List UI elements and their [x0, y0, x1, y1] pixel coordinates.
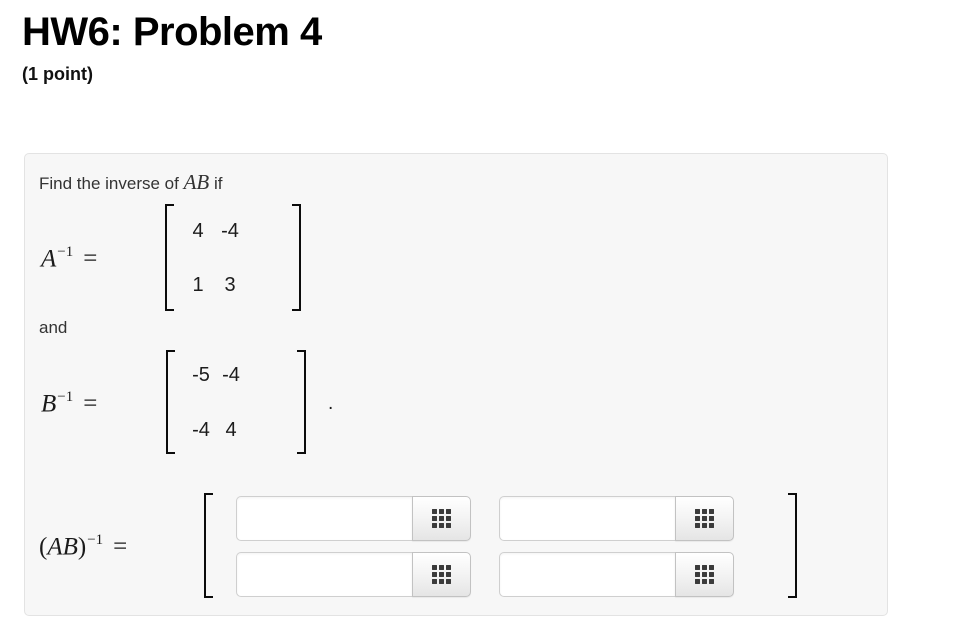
answer-input-r1c1[interactable] — [236, 496, 412, 541]
intro-math-ab: AB — [183, 170, 210, 194]
a-var: A — [41, 245, 57, 273]
matrix-b-cell-r2c2: 4 — [225, 419, 237, 441]
ab-exponent: −1 — [87, 532, 104, 548]
grid-icon — [695, 509, 714, 528]
answer-input-group-r2c2 — [499, 552, 734, 597]
answer-input-r2c1[interactable] — [236, 552, 412, 597]
matrix-a: 4 -4 1 3 — [165, 204, 301, 311]
a-equals-sign: = — [83, 245, 98, 273]
ab-inverse-label: (AB)−1 = — [39, 526, 127, 562]
close-paren: ) — [77, 533, 87, 561]
page-title: HW6: Problem 4 — [22, 10, 322, 54]
matrix-b-right-bracket — [297, 350, 306, 454]
equation-editor-button-r1c1[interactable] — [412, 496, 471, 541]
matrix-a-cell-r1c2: -4 — [221, 220, 239, 242]
answer-input-group-r1c1 — [236, 496, 471, 541]
points-label: (1 point) — [22, 64, 93, 84]
matrix-a-cell-r2c1: 1 — [192, 274, 204, 296]
answer-input-group-r1c2 — [499, 496, 734, 541]
b-var: B — [41, 390, 57, 418]
matrix-a-cell-r2c2: 3 — [224, 274, 236, 296]
answer-input-r2c2[interactable] — [499, 552, 675, 597]
problem-panel: Find the inverse of AB if A−1= 4 -4 1 3 … — [24, 153, 888, 616]
intro-text-after: if — [209, 174, 223, 193]
matrix-a-left-bracket — [165, 204, 174, 311]
ab-equals-sign: = — [113, 533, 128, 561]
matrix-b-cell-r1c2: -4 — [222, 364, 240, 386]
b-equals-sign: = — [83, 390, 98, 418]
answer-input-group-r2c1 — [236, 552, 471, 597]
equation-editor-button-r2c1[interactable] — [412, 552, 471, 597]
matrix-b-cell-r2c1: -4 — [192, 419, 210, 441]
grid-icon — [432, 509, 451, 528]
matrix-a-right-bracket — [292, 204, 301, 311]
equation-editor-button-r1c2[interactable] — [675, 496, 734, 541]
equation-editor-button-r2c2[interactable] — [675, 552, 734, 597]
ab-vars: AB — [47, 533, 78, 561]
open-paren: ( — [39, 533, 48, 561]
grid-icon — [432, 565, 451, 584]
b-exponent: −1 — [57, 389, 74, 405]
grid-icon — [695, 565, 714, 584]
answer-input-r1c2[interactable] — [499, 496, 675, 541]
and-text: and — [39, 318, 68, 337]
intro-text-before: Find the inverse of — [39, 174, 184, 193]
b-inverse-label: B−1 = — [41, 383, 97, 419]
matrix-b: -5 -4 -4 4 — [166, 350, 306, 454]
matrix-b-cell-r1c1: -5 — [192, 364, 210, 386]
matrix-a-cell-r1c1: 4 — [192, 220, 204, 242]
answer-left-bracket — [204, 493, 213, 598]
a-exponent: −1 — [57, 244, 74, 260]
matrix-b-left-bracket — [166, 350, 175, 454]
a-inverse-label: A−1 = — [41, 238, 97, 274]
answer-right-bracket — [788, 493, 797, 598]
sentence-period: . — [328, 393, 334, 414]
problem-intro: Find the inverse of AB if — [39, 170, 222, 196]
